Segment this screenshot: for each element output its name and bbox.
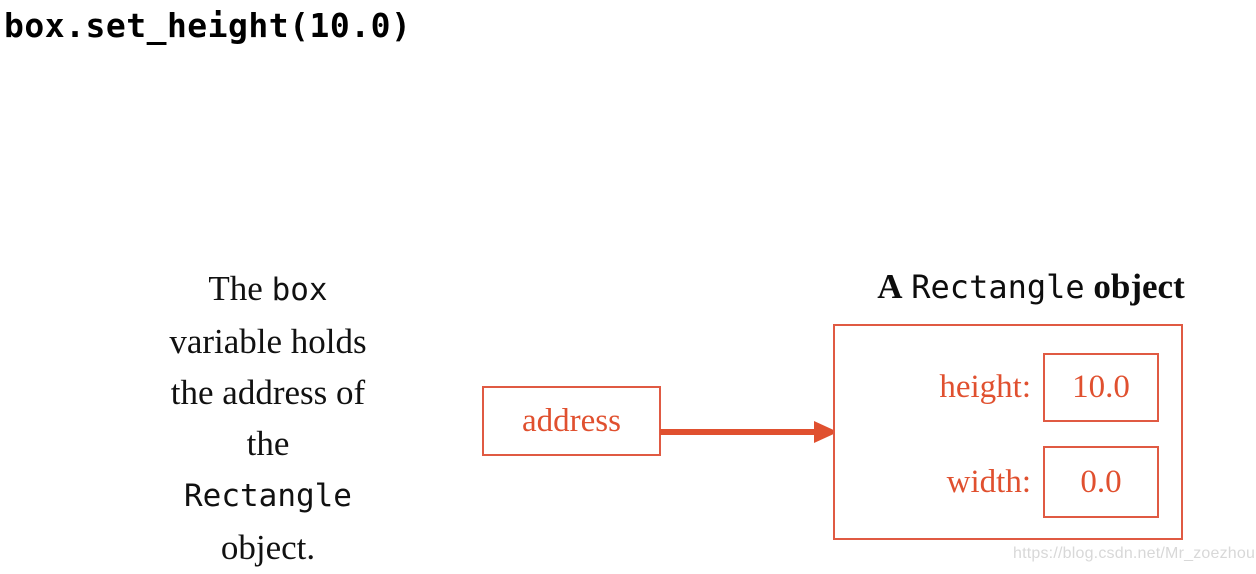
field-label-width: width: [946,463,1031,500]
field-row-width: width: 0.0 [835,446,1159,518]
address-points-to-object-arrow [660,421,838,443]
field-value-box-height: 10.0 [1043,353,1159,422]
slide-title-code: box.set_height(10.0) [4,6,412,45]
field-row-height: height: 10.0 [835,353,1159,422]
caption-line-2: variable holds [169,322,367,361]
address-box-label: address [522,402,621,439]
variable-description-caption: The box variable holds the address of th… [118,263,418,573]
object-heading-type: Rectangle [911,268,1085,306]
object-heading-article: A [877,267,903,306]
field-value-height: 10.0 [1072,369,1130,405]
field-value-box-width: 0.0 [1043,446,1159,518]
rectangle-object-box: height: 10.0 width: 0.0 [833,324,1183,540]
address-box: address [482,386,661,456]
watermark-url: https://blog.csdn.net/Mr_zoezhou [1013,545,1256,562]
caption-class-name: Rectangle [184,478,352,514]
field-value-width: 0.0 [1080,463,1122,500]
caption-line-3: the address of [170,373,366,412]
caption-line-6: object. [220,528,316,567]
field-label-height: height: [939,369,1031,405]
caption-variable-name: box [271,272,328,308]
object-heading-suffix: object [1093,267,1185,306]
object-heading: A Rectangle object [805,265,1256,309]
caption-line-1-prefix: The [208,269,272,308]
caption-line-4: the [246,424,290,463]
